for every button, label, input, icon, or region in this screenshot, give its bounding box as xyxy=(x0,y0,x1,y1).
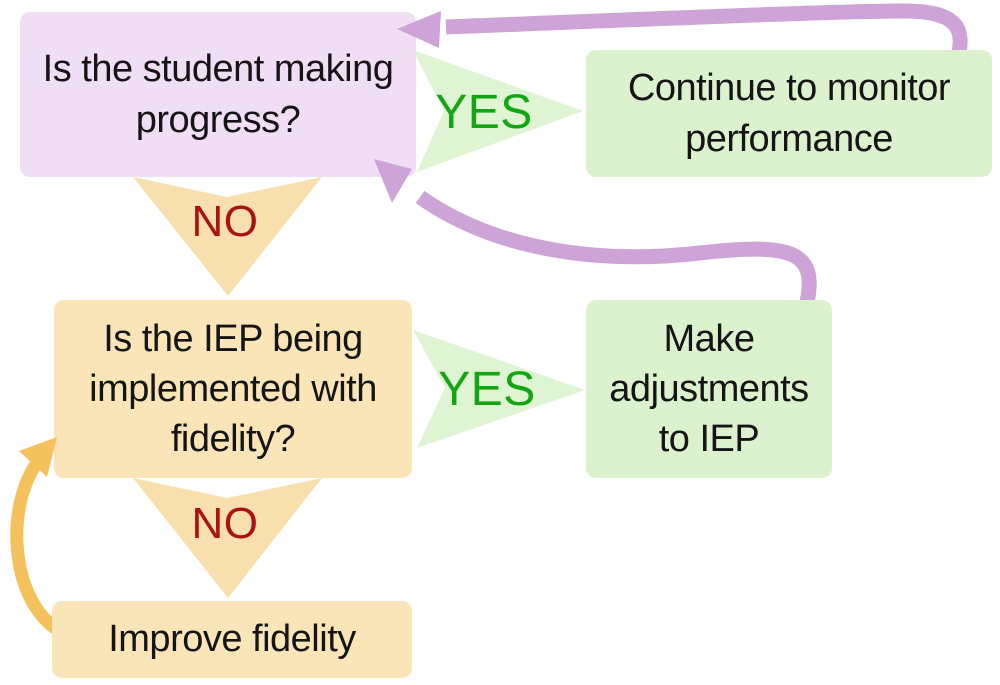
process-box-improve-fidelity-label: Improve fidelity xyxy=(108,618,356,661)
arrowhead-improve-to-fidelity-icon xyxy=(19,437,57,477)
process-box-continue-monitoring-label: Continue to monitor performance xyxy=(627,67,951,160)
yes-label-progress: YES xyxy=(435,85,533,139)
yes-label-fidelity: YES xyxy=(438,362,536,416)
no-label-fidelity: NO xyxy=(191,499,259,548)
decision-box-student-progress-label: Is the student making progress? xyxy=(42,48,394,141)
process-box-continue-monitoring: Continue to monitor performance xyxy=(586,50,992,177)
no-label-progress: NO xyxy=(191,197,259,246)
decision-box-student-progress: Is the student making progress? xyxy=(20,12,416,177)
process-box-make-adjustments-label: Make adjustments to IEP xyxy=(609,317,809,461)
process-box-make-adjustments: Make adjustments to IEP xyxy=(586,300,832,478)
decision-box-iep-fidelity-label: Is the IEP being implemented with fideli… xyxy=(89,317,377,461)
process-box-improve-fidelity: Improve fidelity xyxy=(52,601,412,678)
arrow-adjust-to-progress xyxy=(415,190,817,304)
decision-box-iep-fidelity: Is the IEP being implemented with fideli… xyxy=(54,300,412,478)
